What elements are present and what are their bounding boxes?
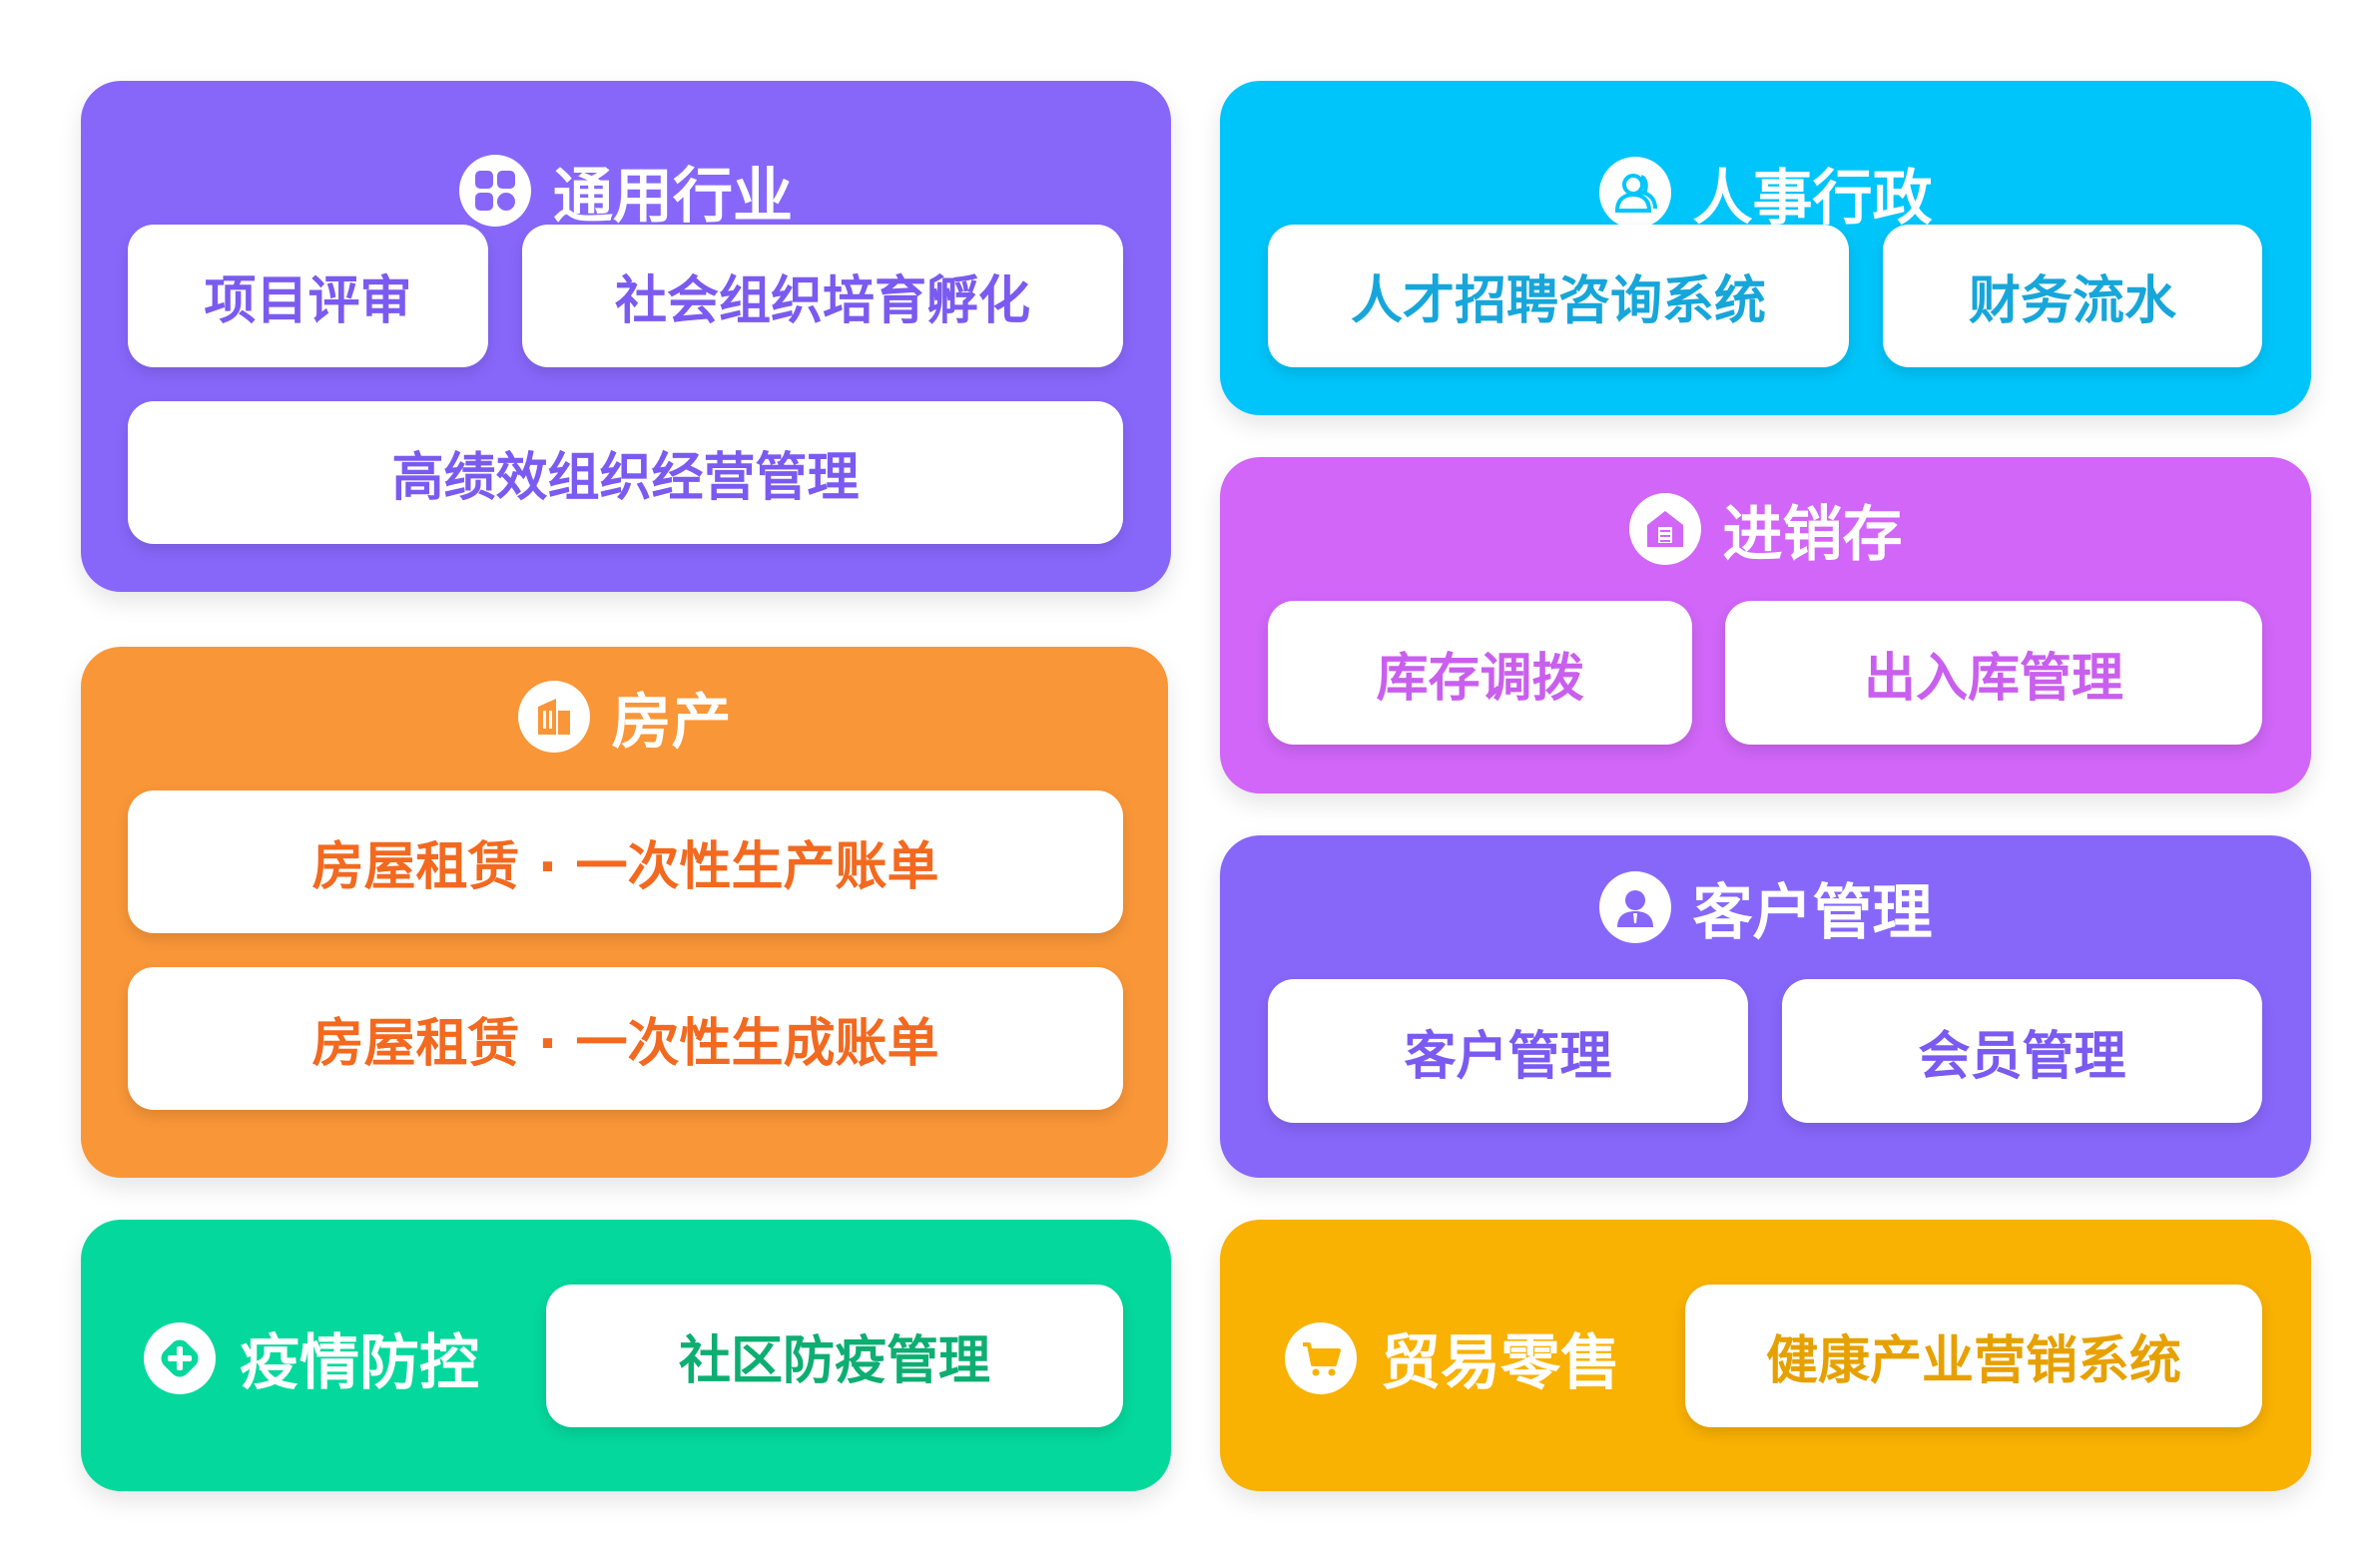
item-community-epidemic[interactable]: 社区防疫管理 xyxy=(546,1285,1123,1427)
section-general: 通用行业 项目评审 社会组织培育孵化 高绩效组织经营管理 xyxy=(81,81,1171,592)
item-rental-production-bill[interactable]: 房屋租赁 · 一次性生产账单 xyxy=(128,790,1123,933)
users-icon xyxy=(1598,157,1671,229)
item-stock-transfer[interactable]: 库存调拨 xyxy=(1268,601,1692,745)
section-real-estate: 房产 房屋租赁 · 一次性生产账单 房屋租赁 · 一次性生成账单 xyxy=(81,647,1168,1178)
section-title: 疫情防控 xyxy=(144,1314,479,1401)
grid-icon xyxy=(459,155,531,227)
item-customer-management[interactable]: 客户管理 xyxy=(1268,979,1748,1123)
warehouse-icon xyxy=(1628,493,1701,565)
item-finance-flow[interactable]: 财务流水 xyxy=(1883,225,2262,367)
item-high-performance-management[interactable]: 高绩效组织经营管理 xyxy=(128,401,1123,544)
item-social-org-incubation[interactable]: 社会组织培育孵化 xyxy=(522,225,1123,367)
section-title: 客户管理 xyxy=(1220,867,2311,948)
section-title: 房产 xyxy=(81,677,1168,758)
item-rental-generate-bill[interactable]: 房屋租赁 · 一次性生成账单 xyxy=(128,967,1123,1110)
item-member-management[interactable]: 会员管理 xyxy=(1782,979,2262,1123)
building-icon xyxy=(517,681,590,753)
section-retail: 贸易零售 健康产业营销系统 xyxy=(1220,1220,2311,1491)
item-talent-recruitment[interactable]: 人才招聘咨询系统 xyxy=(1268,225,1849,367)
item-project-review[interactable]: 项目评审 xyxy=(128,225,488,367)
section-title: 贸易零售 xyxy=(1285,1314,1620,1401)
section-title: 进销存 xyxy=(1220,489,2311,570)
section-inventory: 进销存 库存调拨 出入库管理 xyxy=(1220,457,2311,793)
section-customer: 客户管理 客户管理 会员管理 xyxy=(1220,835,2311,1178)
item-health-marketing[interactable]: 健康产业营销系统 xyxy=(1685,1285,2262,1427)
medical-plus-icon xyxy=(144,1321,216,1394)
item-stock-in-out[interactable]: 出入库管理 xyxy=(1725,601,2262,745)
section-title: 通用行业 xyxy=(81,151,1171,232)
section-epidemic: 疫情防控 社区防疫管理 xyxy=(81,1220,1171,1491)
section-title: 人事行政 xyxy=(1220,153,2311,234)
cart-icon xyxy=(1285,1321,1357,1394)
user-icon xyxy=(1598,871,1671,943)
section-hr: 人事行政 人才招聘咨询系统 财务流水 xyxy=(1220,81,2311,415)
